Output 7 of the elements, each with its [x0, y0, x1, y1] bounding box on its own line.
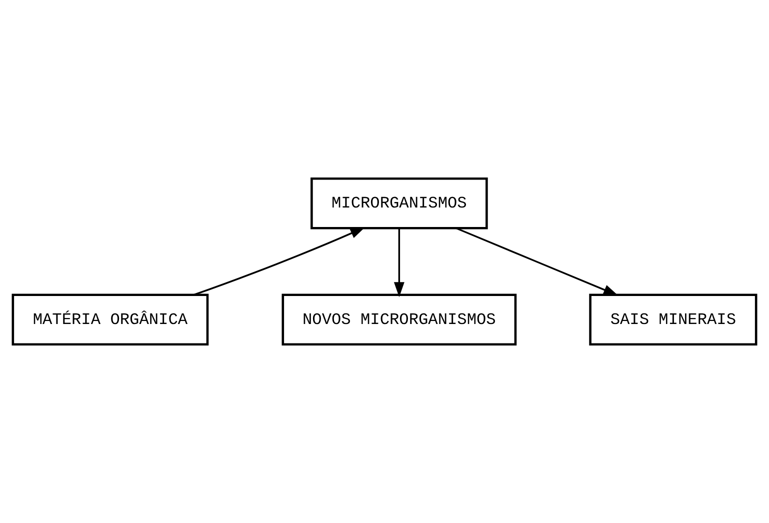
node-box: NOVOS MICRORGANISMOS	[282, 294, 517, 346]
arrow	[456, 227, 618, 296]
arrow	[394, 228, 404, 298]
arrow	[194, 227, 366, 296]
node-box: SAIS MINERAIS	[589, 294, 758, 346]
node-box: MICRORGANISMOS	[310, 177, 488, 230]
node-box: MATÉRIA ORGÂNICA	[12, 294, 209, 346]
